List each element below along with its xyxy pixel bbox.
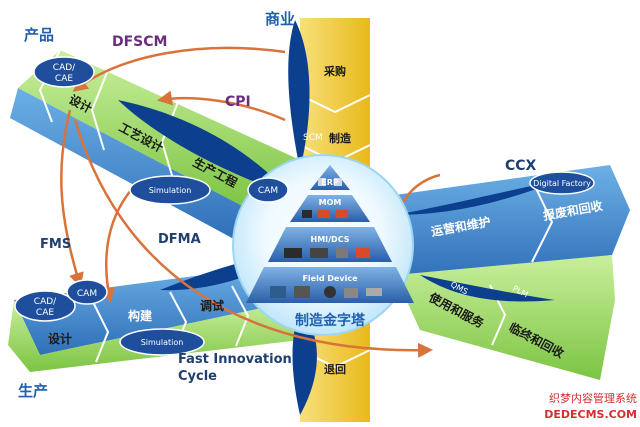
hmi-text: HMI/DCS [311,235,350,244]
product-cadcae-text-1: CAD/ [53,63,76,73]
fast-innovation-label-2: Cycle [178,369,217,384]
mom-text: MOM [319,198,342,207]
dfscm-label: DFSCM [112,34,167,50]
product-cam-text: CAM [258,186,278,196]
hmi-device-icon [336,248,348,258]
hmi-device-icon [356,248,370,258]
field-device-icon [270,286,286,298]
scm-text: SCM [303,133,323,143]
erp-device-icon [318,178,326,186]
production-cadcae-text-1: CAD/ [34,297,57,307]
pyramid-title: 制造金字塔 [295,312,366,329]
product-simulation-text: Simulation [149,186,192,195]
hmi-device-icon [284,248,302,258]
production-simulation-pill [119,328,205,356]
manufacture-text: 制造 [329,131,352,145]
ccx-label: CCX [505,158,537,174]
pyramid [246,165,414,303]
product-cadcae-pill [33,56,95,88]
production-band-top [14,262,300,355]
arrow-dfma [100,179,141,303]
erp-text: ERP [321,178,339,187]
production-label: 生产 [18,382,48,400]
navy-blade-right [420,275,555,302]
debug-text: 调试 [200,298,224,313]
production-cam-pill [66,279,108,305]
product-label: 产品 [24,26,54,44]
product-cadcae-text-2: CAE [55,74,73,84]
navy-blade-product [118,100,290,195]
hmi-device-icon [310,248,328,258]
watermark-line-2: DEDECMS.COM [544,408,637,421]
fast-innovation-label: Fast Innovation [178,352,292,367]
arrow-fms [60,109,84,288]
field-device-text: Field Device [302,274,358,283]
navy-blade-top [288,20,310,170]
digital-factory-pill [529,171,595,195]
mom-device-icon [318,210,330,218]
digital-factory-text: Digital Factory [533,179,591,188]
mom-device-icon [336,210,348,218]
product-simulation-pill [129,175,211,205]
mom-device-icon [302,210,312,218]
erp-device-icon [334,178,342,186]
production-design-text: 设计 [48,331,72,346]
purchase-text: 采购 [323,64,346,78]
arrow-cpi [157,90,286,122]
dfma-label: DFMA [158,232,201,247]
watermark-line-1: 织梦内容管理系统 [549,391,637,405]
cycle-arrows [60,46,441,358]
arrow-dfscm [72,46,286,92]
production-cam-text: CAM [77,289,97,299]
ccx-band [395,165,630,380]
product-band-bottom [10,88,300,240]
cpi-label: CPI [225,94,251,110]
commerce-label: 商业 [265,10,295,28]
return-text: 退回 [324,362,346,376]
production-simulation-text: Simulation [141,338,184,347]
field-device-icon [294,286,310,298]
navy-blade-ccx [395,180,560,215]
field-device-icon [324,286,336,298]
build-text: 构建 [128,308,153,323]
fms-label: FMS [40,237,71,252]
field-device-icon [344,288,358,298]
field-device-icon [366,288,382,296]
production-cadcae-text-2: CAE [36,308,54,318]
production-cadcae-pill [14,290,76,322]
product-cam-pill [247,177,289,203]
arrow-fast-innovation [73,119,433,358]
